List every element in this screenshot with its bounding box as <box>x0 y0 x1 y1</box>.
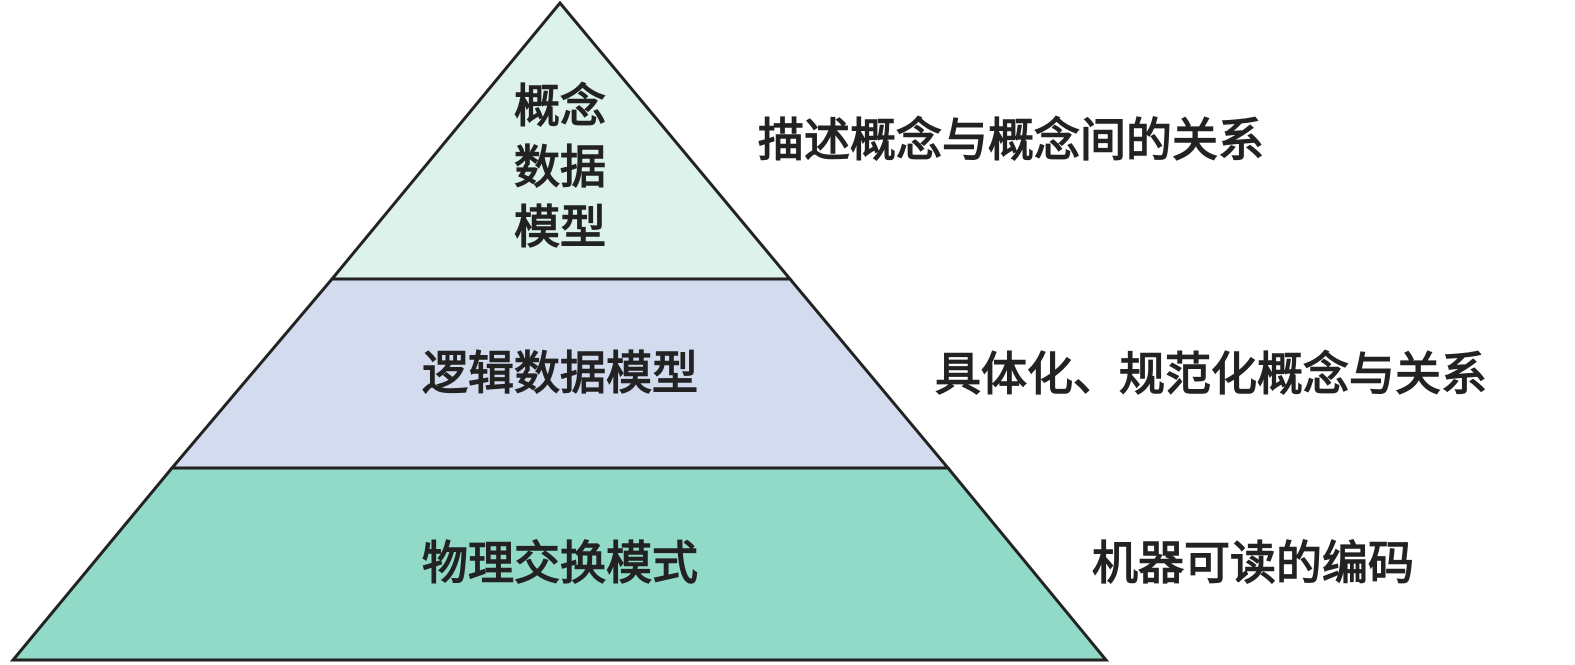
tier-conceptual-label-line-2: 数据 <box>514 140 606 194</box>
tier-conceptual-label-line-1: 概念 <box>514 79 606 133</box>
tier-conceptual-label-line-3: 模型 <box>514 200 606 254</box>
tier-physical-shape <box>9 466 1110 662</box>
tier-logical-label: 逻辑数据模型 <box>422 346 698 400</box>
tier-physical-description: 机器可读的编码 <box>1092 536 1414 590</box>
tier-conceptual-description: 描述概念与概念间的关系 <box>758 113 1264 167</box>
tier-logical-description: 具体化、规范化概念与关系 <box>935 347 1487 401</box>
tier-physical-label: 物理交换模式 <box>422 536 698 590</box>
